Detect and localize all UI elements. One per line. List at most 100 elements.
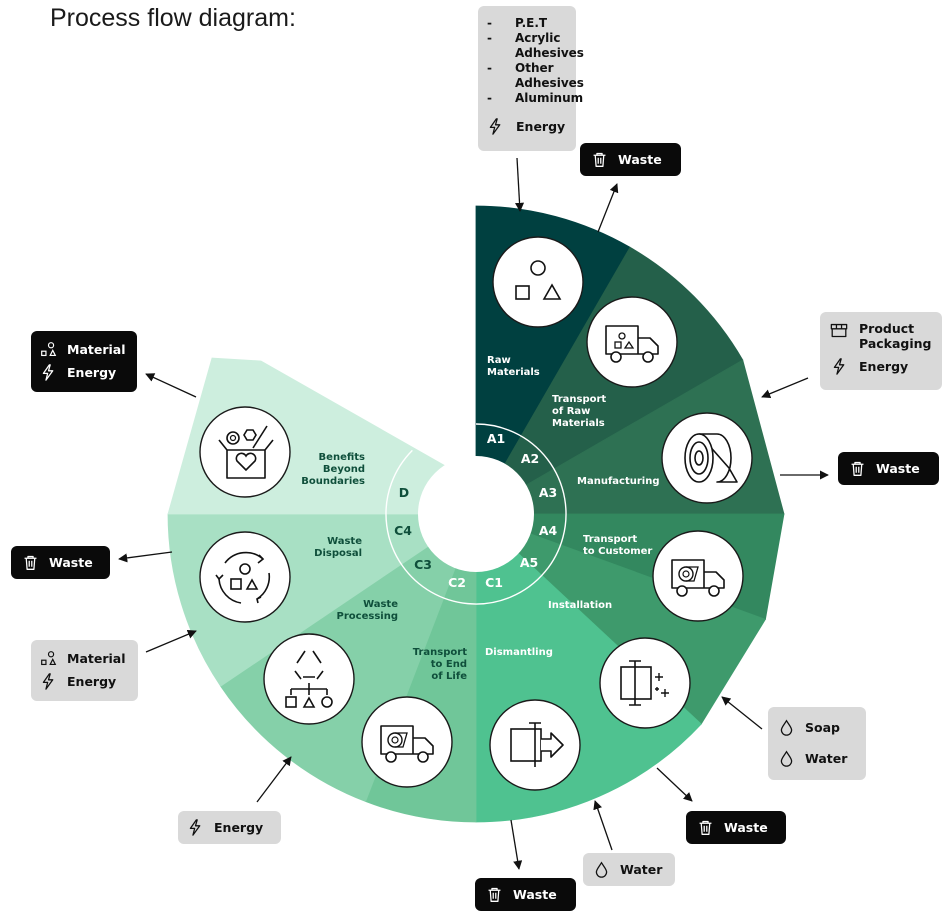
energy-row: Energy [487,115,570,138]
stage-code: A5 [520,555,538,570]
dismantle-icon [510,722,564,767]
lightning-icon [187,819,204,836]
box-heart-icon [218,425,274,479]
stage-label: Materials [552,418,605,429]
arrow-transport-energy [256,756,292,803]
waste-box-a1: Waste [580,143,681,176]
input-item: -Other Adhesives [487,61,584,90]
package-box-icon [829,322,849,339]
lightning-icon [829,358,849,375]
stage-label: to Customer [583,546,652,557]
stage-label: Materials [487,367,540,378]
arrow-benefit-outputs [145,373,197,398]
stage-icon-circle [199,406,291,498]
arrow-waste-c4 [118,551,173,563]
stage-label: Boundaries [301,476,365,487]
manufacturing-inputs-box: Product Packaging Energy [820,312,942,390]
stage-label: Waste [327,536,362,547]
waste-box-c4: Waste [11,546,110,579]
stage-label: Disposal [314,548,362,559]
stage-code: C4 [394,523,412,538]
stage-icon-circle [199,531,291,623]
stage-code: D [399,485,409,500]
trash-icon [849,460,866,477]
stage-label: of Life [431,671,467,682]
input-item: -Aluminum [487,91,584,105]
droplet-icon [778,719,795,736]
dismantling-water-box: Water [583,853,675,886]
soap-row: Soap [778,716,866,739]
material-shapes-icon [40,650,57,667]
waste-box-a5: Waste [686,811,786,844]
arrow-dismantling-water [593,800,613,851]
truck-roll-icon [380,725,434,763]
arrow-manufacturing-inputs [761,377,809,399]
stage-icon-circle [599,637,691,729]
stage-code: C2 [448,575,466,590]
flow-arrows [118,157,829,870]
stage-label: Dismantling [485,647,553,658]
trash-icon [486,886,503,903]
cycle-shapes-icon [215,551,271,604]
input-item: -Acrylic Adhesives [487,31,584,60]
truck-roll-icon [671,559,725,597]
lightning-icon [40,364,57,381]
water-row: Water [778,747,866,770]
stage-icon-circle [361,696,453,788]
stage-icon-circle [263,633,355,725]
stage-code: A3 [539,485,557,500]
stage-label: Transport [413,647,467,658]
stage-label: Raw [487,355,511,366]
stage-label: Benefits [319,452,365,463]
material-shapes-icon [40,341,57,358]
shapes-icon [515,260,562,300]
stage-icon-circle [652,530,744,622]
product-packaging-row: Product Packaging [829,321,942,351]
arrow-waste-a5 [656,767,693,802]
stage-code: C1 [485,575,503,590]
stage-label: to End [431,659,467,670]
energy-row: Energy [40,361,137,384]
stage-code: A2 [521,451,539,466]
diagram-title: Process flow diagram: [50,4,296,32]
stage-code: C3 [414,557,432,572]
raw-material-inputs-box: -P.E.T -Acrylic Adhesives -Other Adhesiv… [478,6,584,151]
lightning-icon [487,118,504,135]
stage-label: Manufacturing [577,476,660,487]
trash-icon [697,819,714,836]
inner-ring [385,423,567,605]
stage-label: Waste [363,599,398,610]
stage-label: Processing [337,611,398,622]
material-row: Material [40,647,138,670]
stage-label: Beyond [323,464,365,475]
recycle-sort-icon [285,650,333,708]
truck-shapes-icon [605,325,659,363]
waste-box-c1: Waste [475,878,576,911]
installation-inputs-box: Soap Water [768,707,866,780]
install-icon [620,660,669,706]
stage-label: of Raw [552,406,590,417]
material-row: Material [40,338,137,361]
stage-label: Transport [552,394,606,405]
stage-label: Transport [583,534,637,545]
roll-icon [684,433,738,483]
droplet-icon [778,750,795,767]
transport-energy-box: Energy [178,811,281,844]
stage-icon-circle [586,296,678,388]
arrow-installation-inputs [721,696,763,730]
arrow-waste-a1 [597,183,619,233]
arrow-waste-c1 [510,819,523,870]
droplet-icon [593,861,610,878]
center-hole [418,456,534,572]
trash-icon [591,151,608,168]
arrow-raw-inputs [514,157,525,212]
stage-icon-circle [492,236,584,328]
waste-box-a3: Waste [838,452,939,485]
processing-inputs-box: Material Energy [31,640,138,701]
benefit-outputs-box: Material Energy [31,331,137,392]
stage-label: Installation [548,600,612,611]
energy-row: Energy [829,355,942,378]
trash-icon [22,554,39,571]
energy-row: Energy [40,670,138,693]
